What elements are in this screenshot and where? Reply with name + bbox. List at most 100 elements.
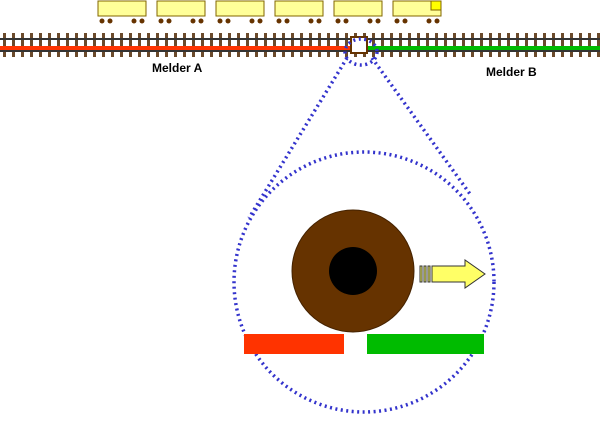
sleeper — [507, 33, 510, 57]
zoom-callout — [232, 37, 496, 414]
sleeper — [462, 33, 465, 57]
sleeper — [309, 33, 312, 57]
sleeper — [480, 33, 483, 57]
sleeper — [426, 33, 429, 57]
wagon-wheel — [367, 18, 373, 24]
track-sleepers — [3, 33, 600, 57]
sleeper — [525, 33, 528, 57]
sleeper — [93, 33, 96, 57]
wagon-wheel — [316, 18, 322, 24]
sleeper — [588, 33, 591, 57]
train — [97, 0, 442, 24]
wagon-wheel — [257, 18, 263, 24]
wagon — [215, 0, 265, 24]
wagon-wheel — [375, 18, 381, 24]
section-b-strip — [367, 46, 600, 50]
sleeper — [273, 33, 276, 57]
wheel-axle — [329, 247, 377, 295]
wagon-wheel — [158, 18, 164, 24]
sleeper — [291, 33, 294, 57]
sleeper — [111, 33, 114, 57]
wagon-wheel — [131, 18, 137, 24]
sleeper — [489, 33, 492, 57]
sleeper — [21, 33, 24, 57]
wagon-wheel — [276, 18, 282, 24]
wagon-wheel — [394, 18, 400, 24]
sleeper — [417, 33, 420, 57]
sleeper — [408, 33, 411, 57]
sleeper — [345, 33, 348, 57]
sleeper — [3, 33, 6, 57]
sleeper — [174, 33, 177, 57]
wagon-wheel — [434, 18, 440, 24]
rail-bottom — [0, 50, 600, 52]
sleeper — [534, 33, 537, 57]
section-b-label: Melder B — [486, 65, 537, 79]
sleeper — [561, 33, 564, 57]
wagon-wheel — [166, 18, 172, 24]
wagon — [333, 0, 383, 24]
wagon-wheel — [107, 18, 113, 24]
sleeper — [381, 33, 384, 57]
sleeper — [138, 33, 141, 57]
sleeper — [498, 33, 501, 57]
sleeper — [543, 33, 546, 57]
sleeper — [183, 33, 186, 57]
zoom-magnified-circle — [232, 150, 496, 414]
wagon-wheel — [284, 18, 290, 24]
wagon-wheel — [335, 18, 341, 24]
wagon-wheel — [343, 18, 349, 24]
wagon-body — [156, 0, 206, 17]
sleeper — [165, 33, 168, 57]
sleeper — [12, 33, 15, 57]
wagon-wheel — [217, 18, 223, 24]
section-a-label: Melder A — [152, 61, 203, 75]
zoom-line-right — [370, 56, 472, 196]
sleeper — [435, 33, 438, 57]
lead-car-marker — [430, 0, 442, 11]
sleeper — [579, 33, 582, 57]
sleeper — [255, 33, 258, 57]
sleeper — [264, 33, 267, 57]
sleeper — [84, 33, 87, 57]
sleeper — [282, 33, 285, 57]
arrow-right-icon — [419, 259, 486, 289]
wagon — [156, 0, 206, 24]
wagon-body — [333, 0, 383, 17]
sleeper — [444, 33, 447, 57]
sleeper — [66, 33, 69, 57]
sleeper — [201, 33, 204, 57]
wagon-wheel — [402, 18, 408, 24]
sleeper — [390, 33, 393, 57]
wagon-body — [215, 0, 265, 17]
sleeper — [570, 33, 573, 57]
sleeper — [336, 33, 339, 57]
sleeper — [300, 33, 303, 57]
wagon-wheel — [190, 18, 196, 24]
sleeper — [75, 33, 78, 57]
sleeper — [57, 33, 60, 57]
sleeper — [156, 33, 159, 57]
sleeper — [192, 33, 195, 57]
zoom-source-circle — [343, 37, 379, 67]
section-a-strip — [0, 46, 351, 50]
wagon-wheel — [426, 18, 432, 24]
sleeper — [318, 33, 321, 57]
wagon — [392, 0, 442, 24]
sleeper — [552, 33, 555, 57]
sleeper — [246, 33, 249, 57]
wagon-body — [274, 0, 324, 17]
wagon-wheel — [249, 18, 255, 24]
section-a-contact-bar — [244, 334, 344, 354]
sleeper — [39, 33, 42, 57]
sleeper — [48, 33, 51, 57]
section-b-contact-bar — [367, 334, 484, 354]
sleeper — [471, 33, 474, 57]
wagon-wheel — [139, 18, 145, 24]
sleeper — [237, 33, 240, 57]
sleeper — [516, 33, 519, 57]
wagon — [274, 0, 324, 24]
wagon-wheel — [308, 18, 314, 24]
wagon-body — [97, 0, 147, 17]
